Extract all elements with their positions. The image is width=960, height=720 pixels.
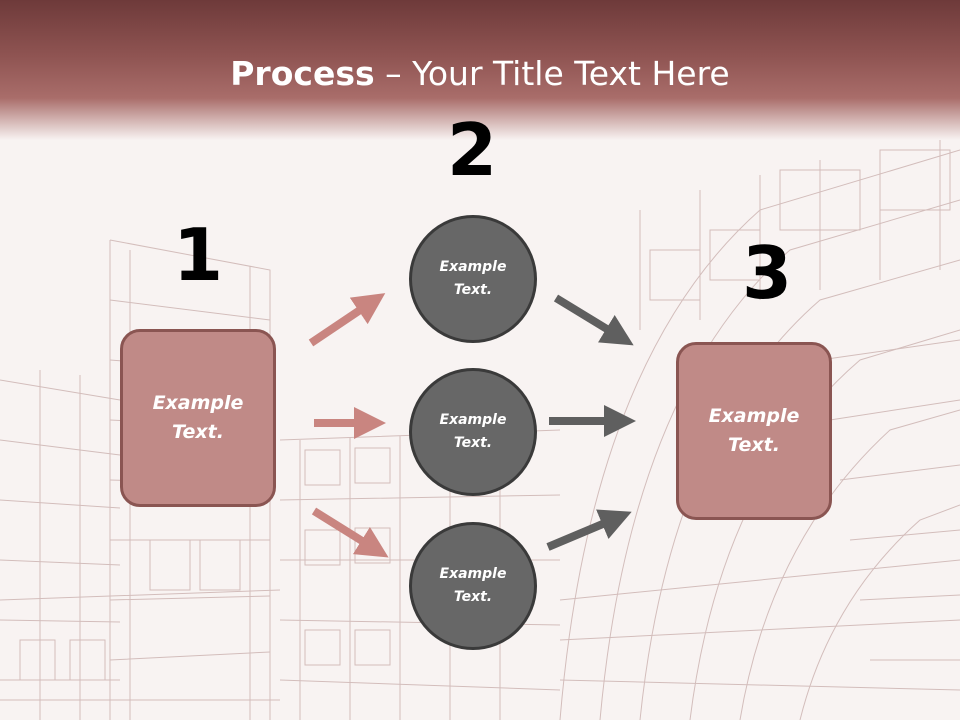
title-bar <box>0 0 960 140</box>
arrow-right-icon <box>553 294 634 346</box>
process-circle-middle[interactable]: Example Text. <box>409 368 537 496</box>
arrow-right-icon <box>546 509 632 551</box>
left-box-text: Example Text. <box>152 392 244 443</box>
title-rest: – Your Title Text Here <box>374 54 730 93</box>
process-circle-bottom[interactable]: Example Text. <box>409 522 537 650</box>
arrow-right-icon <box>311 507 389 558</box>
slide-title: Process – Your Title Text Here <box>0 50 960 98</box>
title-bold: Process <box>230 54 375 93</box>
circle-middle-text: Example Text. <box>439 412 507 451</box>
circle-top-text: Example Text. <box>439 259 507 298</box>
process-circle-top[interactable]: Example Text. <box>409 215 537 343</box>
right-box-text: Example Text. <box>708 405 800 456</box>
step-number-3: 3 <box>741 231 793 315</box>
step-number-2: 2 <box>446 108 498 192</box>
step-number-1: 1 <box>172 213 224 297</box>
arrow-right-icon <box>308 293 386 347</box>
circle-bottom-text: Example Text. <box>439 566 507 605</box>
right-process-box[interactable]: Example Text. <box>676 342 832 520</box>
left-process-box[interactable]: Example Text. <box>120 329 276 507</box>
